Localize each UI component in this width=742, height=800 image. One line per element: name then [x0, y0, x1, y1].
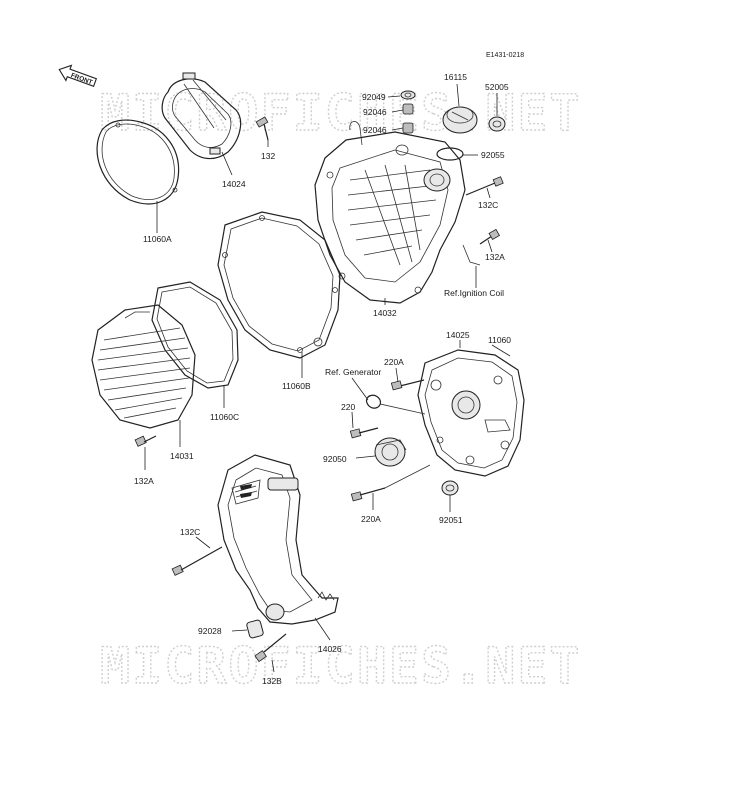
- bolt-132a-top: [479, 228, 501, 245]
- bushing-92046a: [402, 103, 414, 115]
- front-arrow-icon: FRONT: [58, 64, 98, 87]
- label-132c-top: 132C: [478, 200, 498, 210]
- label-92028: 92028: [198, 626, 222, 636]
- label-132b: 132B: [262, 676, 282, 686]
- bolt-132c-top: [465, 176, 504, 196]
- bolt-220: [349, 427, 379, 439]
- label-92046b: 92046: [363, 125, 387, 135]
- label-92049: 92049: [362, 92, 386, 102]
- seal-92050: [374, 437, 407, 467]
- bolt-220a-bottom: [350, 464, 431, 502]
- ref-ignition-coil: Ref.Ignition Coil: [444, 288, 504, 298]
- label-132a-left: 132A: [134, 476, 154, 486]
- generator-cover-14031: [91, 304, 196, 429]
- grommet-220: [365, 394, 426, 415]
- watermark-bottom: MICROFICHES.NET: [100, 637, 582, 695]
- cover-ring-14024: [161, 72, 242, 160]
- watermark-top: MICROFICHES.NET: [100, 84, 582, 142]
- label-92046a: 92046: [363, 107, 387, 117]
- label-11060a: 11060A: [143, 234, 172, 244]
- label-132a-top: 132A: [485, 252, 505, 262]
- label-52005: 52005: [485, 82, 509, 92]
- cap-16115: [442, 106, 478, 134]
- label-92051: 92051: [439, 515, 463, 525]
- o-ring-92055: [436, 147, 464, 161]
- gasket-11060c: [151, 281, 239, 389]
- diagram-code: E1431-0218: [486, 52, 524, 59]
- label-11060: 11060: [488, 335, 511, 345]
- bolt-220a-top: [390, 379, 425, 391]
- gasket-11060a: [96, 119, 180, 205]
- label-132c-left: 132C: [180, 527, 200, 537]
- label-16115: 16115: [444, 72, 467, 82]
- gasket-11060b: [217, 211, 341, 359]
- ref-generator: Ref. Generator: [325, 367, 381, 377]
- label-220a-bottom: 220A: [361, 514, 381, 524]
- label-11060b: 11060B: [282, 381, 311, 391]
- seal-92049: [400, 90, 416, 100]
- label-14031: 14031: [170, 451, 194, 461]
- label-220: 220: [341, 402, 355, 412]
- label-132: 132: [261, 151, 275, 161]
- label-92055: 92055: [481, 150, 505, 160]
- label-11060c: 11060C: [210, 412, 239, 422]
- bolt-132a-left: [134, 435, 157, 447]
- label-14024: 14024: [222, 179, 246, 189]
- bolt-132c-left: [171, 546, 223, 576]
- label-92050: 92050: [323, 454, 347, 464]
- sprocket-cover-14026: [217, 454, 339, 625]
- bushing-92051: [441, 480, 459, 496]
- collar-92028: [246, 619, 264, 639]
- bolt-132: [255, 116, 269, 141]
- bolt-132b: [254, 633, 287, 663]
- label-14026: 14026: [318, 644, 342, 654]
- seal-52005: [488, 116, 506, 132]
- label-14032: 14032: [373, 308, 397, 318]
- label-14025: 14025: [446, 330, 470, 340]
- bushing-92046b: [402, 122, 414, 134]
- label-220a-top: 220A: [384, 357, 404, 367]
- pickup-cover-14025: [417, 349, 525, 477]
